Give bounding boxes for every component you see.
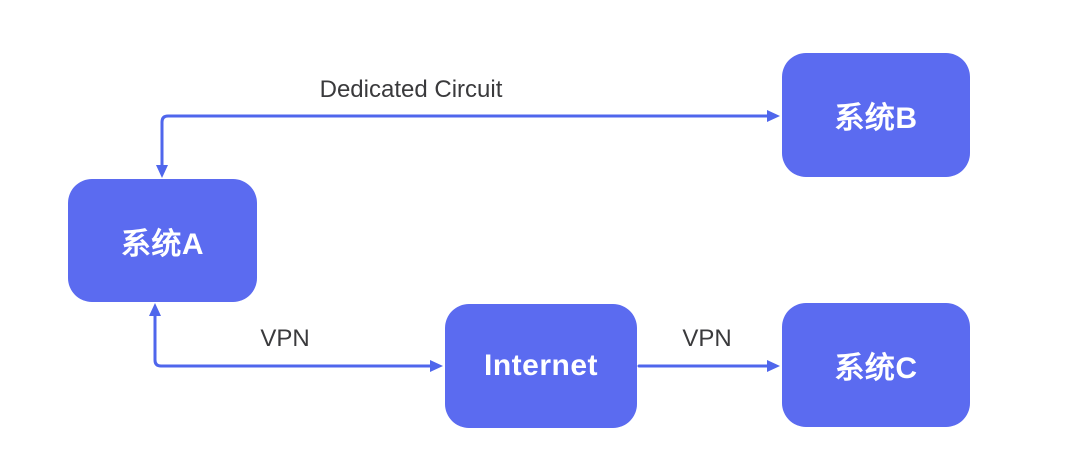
arrowhead-down-into-system-a bbox=[156, 165, 168, 178]
edge-label-vpn-a-internet: VPN bbox=[260, 325, 310, 352]
edge-vpn-internet-c bbox=[637, 360, 780, 372]
edge-dedicated-circuit bbox=[156, 110, 780, 178]
edge-vpn-a-internet bbox=[149, 303, 443, 372]
arrowhead-right-into-system-c bbox=[767, 360, 780, 372]
node-system-a: 系统A bbox=[68, 179, 257, 302]
arrowhead-right-into-internet bbox=[430, 360, 443, 372]
node-system-b-label: 系统B bbox=[834, 102, 918, 135]
arrowhead-right-into-system-b bbox=[767, 110, 780, 122]
node-internet: Internet bbox=[445, 304, 637, 428]
edge-label-vpn-internet-c: VPN bbox=[682, 325, 732, 352]
node-system-c: 系统C bbox=[782, 303, 970, 427]
node-system-b: 系统B bbox=[782, 53, 970, 177]
node-internet-label: Internet bbox=[483, 349, 598, 382]
node-system-a-label: 系统A bbox=[120, 227, 205, 261]
arrowhead-up-into-system-a bbox=[149, 303, 161, 316]
node-system-c-label: 系统C bbox=[834, 352, 918, 385]
edge-label-dedicated-circuit: Dedicated Circuit bbox=[319, 76, 503, 103]
